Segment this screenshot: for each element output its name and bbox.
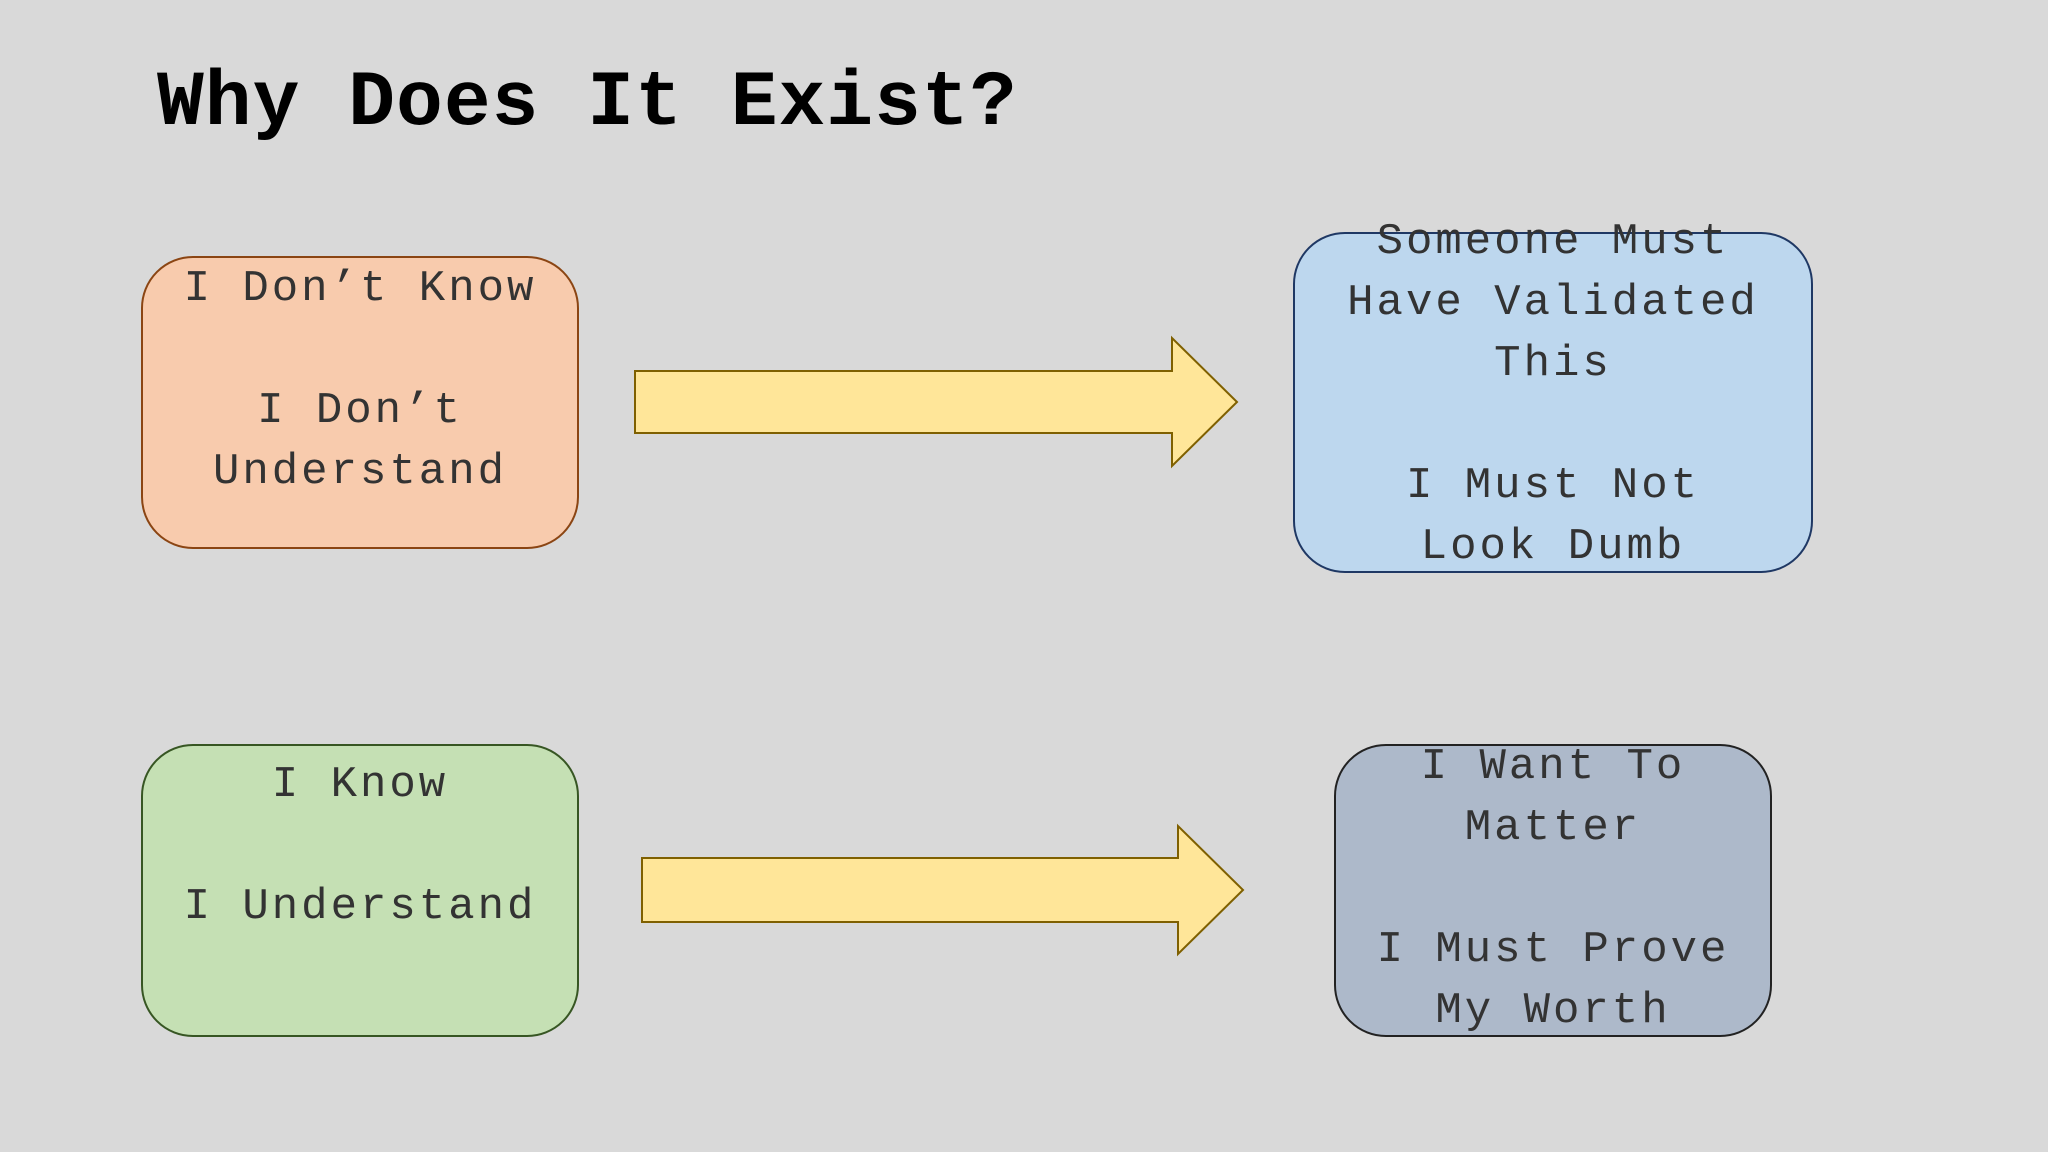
- box-text: My Worth: [1435, 986, 1671, 1036]
- box-text: I Don’t: [257, 386, 463, 436]
- prove-worth-box: I Want To Matter I Must Prove My Worth: [1334, 742, 1772, 1037]
- box-text: Matter: [1464, 803, 1642, 853]
- box-text: This: [1494, 339, 1612, 389]
- dont-know-box: I Don’t Know I Don’t Understand: [141, 256, 579, 549]
- page-title: Why Does It Exist?: [157, 60, 1018, 148]
- validated-box: Someone Must Have Validated This I Must …: [1293, 217, 1813, 573]
- box-text: Look Dumb: [1420, 522, 1686, 572]
- box-text: Understand: [212, 447, 508, 497]
- box-text: Someone Must: [1376, 217, 1730, 267]
- box-text: I Understand: [183, 882, 537, 932]
- box-text: I Want To: [1420, 742, 1686, 792]
- box-text: Have Validated: [1347, 278, 1759, 328]
- box-text: I Don’t Know: [183, 264, 537, 314]
- right-arrow-top: [634, 335, 1239, 469]
- box-text: I Must Not: [1405, 461, 1701, 511]
- box-text: I Must Prove: [1376, 925, 1730, 975]
- right-arrow-bottom: [641, 823, 1245, 957]
- box-text: I Know: [271, 760, 449, 810]
- know-box: I Know I Understand: [141, 744, 579, 1037]
